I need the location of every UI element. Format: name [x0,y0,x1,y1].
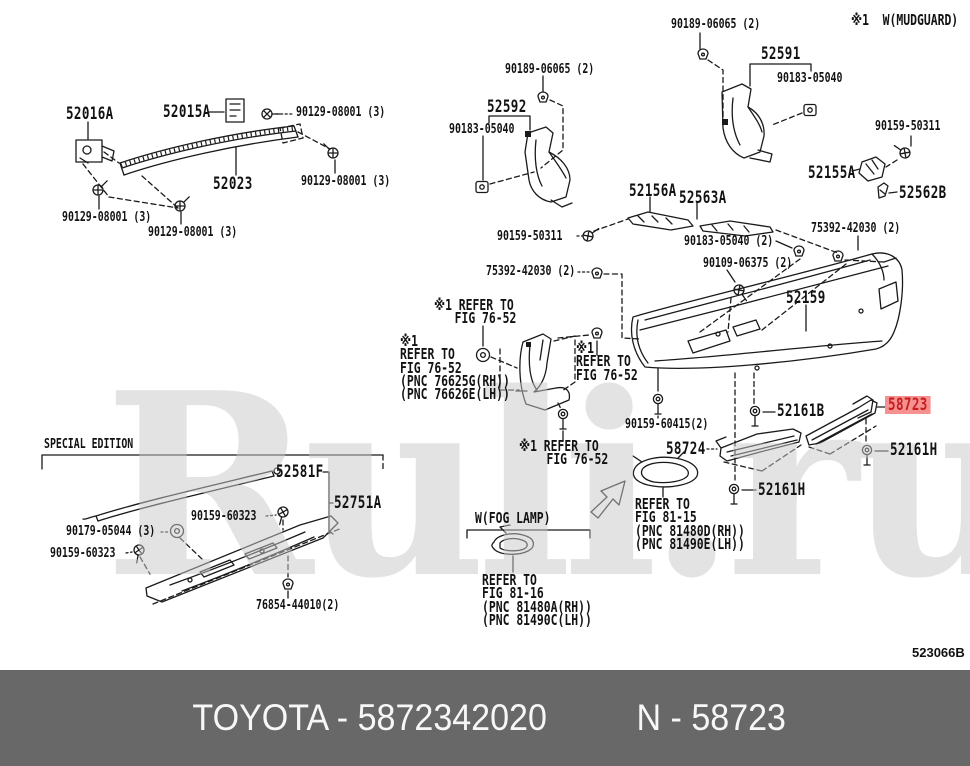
part-label-90159-50311: 90159-50311 [875,119,941,134]
reinforcement-52023-group [76,99,341,224]
fog-bezel-right-group [591,452,698,518]
part-label-52592: 52592 [487,97,527,116]
part-label-52023: 52023 [213,174,253,193]
part-label-1: ※1 REFER TO FIG 76-52 (PNC 76625G(RH)) (… [400,332,510,404]
part-label-52563A: 52563A [679,188,727,207]
part-label-90183-05040-2: 90183-05040 (2) [684,234,774,249]
special-edition-group [42,455,383,604]
part-label-52161H: 52161H [890,440,938,459]
fog-bezel-left-group [467,525,590,572]
footer-brand-part-number: TOYOTA - 5872342020 [192,697,547,738]
part-label-REFER-TO: REFER TO FIG 81-16 (PNC 81480A(RH)) (PNC… [482,571,592,629]
part-label-52155A: 52155A [808,163,856,182]
drawing-number: 523066B [912,645,965,660]
footer-bar: TOYOTA - 5872342020 N - 58723 [0,670,970,766]
footer-n-number: N - 58723 [636,697,787,738]
part-label-52015A: 52015A [163,102,211,121]
part-label-1: ※1 REFER TO FIG 76-52 [576,339,638,384]
support-52591-group [697,33,817,162]
part-label-52016A: 52016A [66,104,114,123]
part-label-90189-06065-2: 90189-06065 (2) [671,17,761,32]
part-label-90159-50311: 90159-50311 [497,229,563,244]
step-plates-group [652,368,888,505]
mudguard-group [475,326,603,440]
part-label-90159-60323: 90159-60323 [191,509,257,524]
part-label-90129-08001-3: 90129-08001 (3) [301,174,391,189]
part-label-1-REFER-TO: ※1 REFER TO FIG 76-52 [519,437,609,469]
part-label-90183-05040: 90183-05040 [777,71,843,86]
support-52592-group [475,76,572,207]
part-label-REFER-TO: REFER TO FIG 81-15 (PNC 81480D(RH)) (PNC… [635,495,745,553]
part-label-52562B: 52562B [899,183,947,202]
part-label-58723: 58723 [885,396,931,414]
part-label-90179-05044-3: 90179-05044 (3) [66,524,156,539]
part-label-90159-60415-2: 90159-60415(2) [625,417,709,432]
part-label-52591: 52591 [761,44,801,63]
part-label-52581F: 52581F [276,462,324,481]
part-label-1-REFER-TO: ※1 REFER TO FIG 76-52 [434,296,517,328]
part-label-75392-42030-2: 75392-42030 (2) [486,264,576,279]
part-label-90129-08001-3: 90129-08001 (3) [62,210,152,225]
part-label-75392-42030-2: 75392-42030 (2) [811,221,901,236]
arrow-icon [591,481,625,518]
part-label-90129-08001-3: 90129-08001 (3) [296,105,386,120]
part-label-52156A: 52156A [629,181,677,200]
part-label-52161B: 52161B [777,401,825,420]
part-label-58724: 58724 [666,439,706,458]
part-label-SPECIAL-EDITION: SPECIAL EDITION [44,437,134,452]
part-label-1-W-MUDGUARD: ※1 W(MUDGUARD) [851,11,959,29]
part-label-52751A: 52751A [334,493,382,512]
part-label-52159: 52159 [786,288,826,307]
side-brackets-group [577,136,913,253]
part-label-76854-44010-2: 76854-44010(2) [256,598,340,613]
part-label-90129-08001-3: 90129-08001 (3) [148,225,238,240]
part-label-90159-60323: 90159-60323 [50,546,116,561]
part-label-52161H: 52161H [758,480,806,499]
part-label-W-FOG-LAMP: W(FOG LAMP) [475,509,551,527]
part-label-90189-06065-2: 90189-06065 (2) [505,62,595,77]
part-label-90109-06375-2: 90109-06375 (2) [703,256,793,271]
bumper-cover-52159-group [632,253,903,370]
part-label-90183-05040: 90183-05040 [449,122,515,137]
